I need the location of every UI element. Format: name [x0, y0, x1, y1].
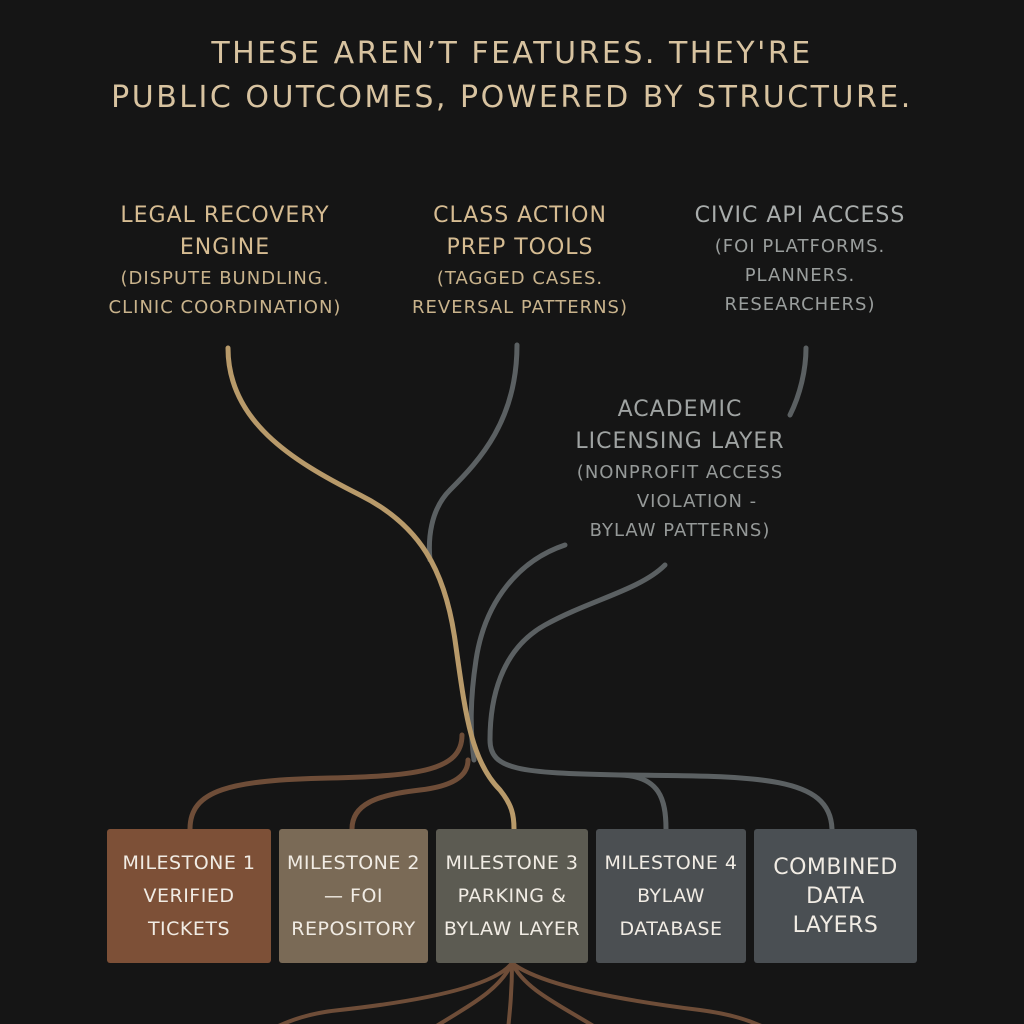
outcome-title-line-2: PREP TOOLS	[446, 235, 594, 260]
gold-connector-legal	[225, 345, 517, 832]
root-center	[506, 961, 514, 1024]
outcome-title-line-1: LEGAL RECOVERY	[120, 203, 330, 228]
outcome-academic-licensing-layer: ACADEMIC LICENSING LAYER (NONPROFIT ACCE…	[520, 394, 840, 545]
outcome-subtitle-line-3: BYLAW PATTERNS)	[589, 520, 771, 541]
milestone-line-3: LAYERS	[792, 912, 879, 938]
milestone-line-3: REPOSITORY	[291, 917, 416, 940]
milestone-line-2: VERIFIED	[143, 884, 235, 907]
milestone-line-3: BYLAW LAYER	[443, 917, 581, 940]
milestone-line-2: DATA	[806, 883, 865, 909]
outcome-title-line-1: CIVIC API ACCESS	[694, 203, 906, 228]
outcome-title-line-1: ACADEMIC	[617, 397, 743, 422]
outcome-subtitle-line-1: (NONPROFIT ACCESS	[576, 462, 784, 483]
outcome-title-line-1: CLASS ACTION	[433, 203, 607, 228]
milestone-2-box: MILESTONE 2 — FOI REPOSITORY	[279, 829, 428, 963]
gray-connector-combined	[617, 772, 835, 832]
milestone-line-1: MILESTONE 2	[286, 851, 421, 874]
root-right	[510, 961, 762, 1024]
milestone-line-3: TICKETS	[147, 917, 231, 940]
headline: THESE AREN’T FEATURES. THEY'RE PUBLIC OU…	[0, 32, 1024, 120]
brown-connector-m1	[187, 732, 465, 832]
milestone-line-1: MILESTONE 3	[445, 851, 579, 874]
brown-connector-m2	[349, 757, 471, 832]
milestone-line-1: COMBINED	[773, 854, 898, 880]
milestone-line-2: PARKING &	[457, 884, 567, 907]
milestone-4-box: MILESTONE 4 BYLAW DATABASE	[596, 829, 746, 963]
combined-data-layers-box: COMBINED DATA LAYERS	[754, 829, 917, 963]
milestone-line-2: — FOI	[323, 884, 384, 907]
milestone-line-1: MILESTONE 1	[122, 851, 256, 874]
milestone-line-2: BYLAW	[637, 884, 705, 907]
outcome-class-action-prep-tools: CLASS ACTION PREP TOOLS (TAGGED CASES. R…	[360, 200, 680, 322]
outcome-subtitle-line-1: (FOI PLATFORMS.	[714, 236, 886, 257]
milestone-1-box: MILESTONE 1 VERIFIED TICKETS	[107, 829, 271, 963]
milestone-3-box: MILESTONE 3 PARKING & BYLAW LAYER	[436, 829, 588, 963]
outcome-subtitle-line-2: VIOLATION -	[636, 491, 758, 512]
outcome-legal-recovery-engine: LEGAL RECOVERY ENGINE (DISPUTE BUNDLING.…	[60, 200, 390, 322]
gray-connector-civic-api	[787, 345, 809, 418]
root-right-mid	[510, 961, 595, 1024]
root-left-mid	[435, 961, 514, 1024]
gray-connector-class-action	[426, 342, 520, 563]
outcome-subtitle-line-3: RESEARCHERS)	[724, 294, 876, 315]
gray-connector-academic-b	[487, 562, 669, 832]
outcome-subtitle-line-2: REVERSAL PATTERNS)	[412, 297, 628, 318]
outcome-subtitle-line-2: PLANNERS.	[744, 265, 856, 286]
outcome-title-line-2: LICENSING LAYER	[575, 429, 785, 454]
gray-connector-academic-a	[468, 542, 568, 763]
root-left	[278, 961, 514, 1024]
milestone-line-1: MILESTONE 4	[604, 851, 738, 874]
outcome-civic-api-access: CIVIC API ACCESS (FOI PLATFORMS. PLANNER…	[650, 200, 950, 319]
outcome-subtitle-line-2: CLINIC COORDINATION)	[108, 297, 342, 318]
headline-line-2: PUBLIC OUTCOMES, POWERED BY STRUCTURE.	[111, 80, 913, 115]
headline-line-1: THESE AREN’T FEATURES. THEY'RE	[211, 36, 813, 71]
outcome-title-line-2: ENGINE	[179, 235, 271, 260]
milestone-line-3: DATABASE	[619, 917, 723, 940]
outcome-subtitle-line-1: (TAGGED CASES.	[436, 268, 604, 289]
outcome-subtitle-line-1: (DISPUTE BUNDLING.	[120, 268, 330, 289]
